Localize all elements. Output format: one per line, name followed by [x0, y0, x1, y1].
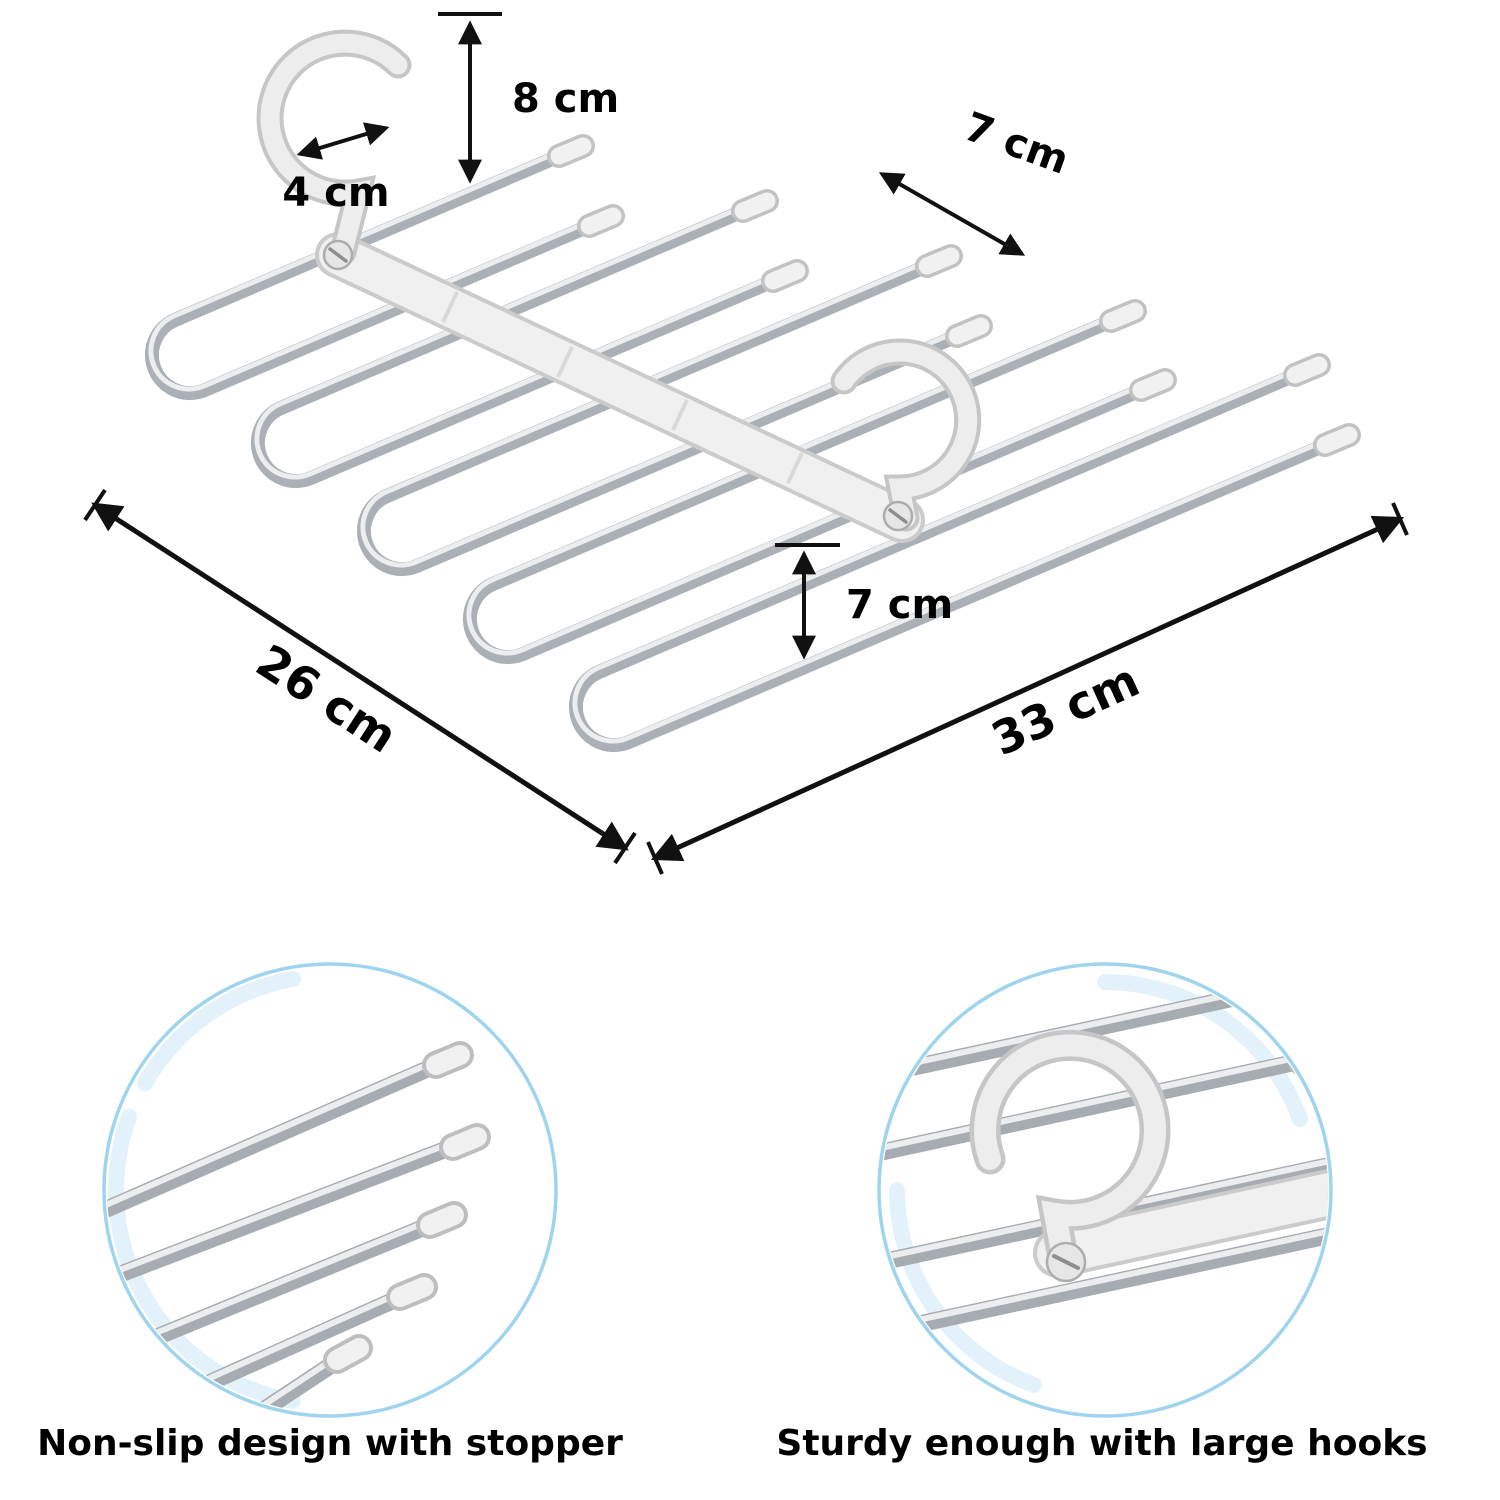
spine-bar — [315, 232, 925, 543]
dimension-arrow-icon — [650, 515, 1405, 862]
top-rod-spacing-label: 7 cm — [958, 104, 1074, 184]
rod-end-caps — [547, 134, 1361, 457]
hook-height-label: 8 cm — [512, 76, 619, 122]
left-detail-callout — [102, 962, 558, 1418]
dim-hook-opening: 4 cm — [282, 122, 390, 216]
right-caption: Sturdy enough with large hooks — [776, 1423, 1427, 1464]
right-detail-callout — [877, 962, 1333, 1418]
zoom-large-hook — [969, 1029, 1171, 1268]
dim-hook-height: 8 cm — [438, 12, 619, 184]
top-hanger-hook — [256, 29, 412, 266]
dimension-arrow-icon — [878, 172, 1026, 256]
left-caption: Non-slip design with stopper — [37, 1423, 623, 1464]
layer-spacing-label: 7 cm — [846, 582, 953, 628]
dim-top-rod-spacing: 7 cm — [878, 104, 1075, 256]
hook-opening-label: 4 cm — [282, 170, 389, 216]
left-callout-content — [107, 1041, 491, 1413]
middle-hanger-hook — [830, 338, 982, 532]
hanger-illustration — [144, 29, 1361, 753]
zoom-spine-bar — [1033, 1165, 1328, 1278]
stopper-caps — [323, 1041, 491, 1374]
dimension-arrow-icon — [296, 122, 390, 160]
right-callout-content — [882, 969, 1328, 1341]
dimension-arrow-icon — [91, 502, 629, 851]
